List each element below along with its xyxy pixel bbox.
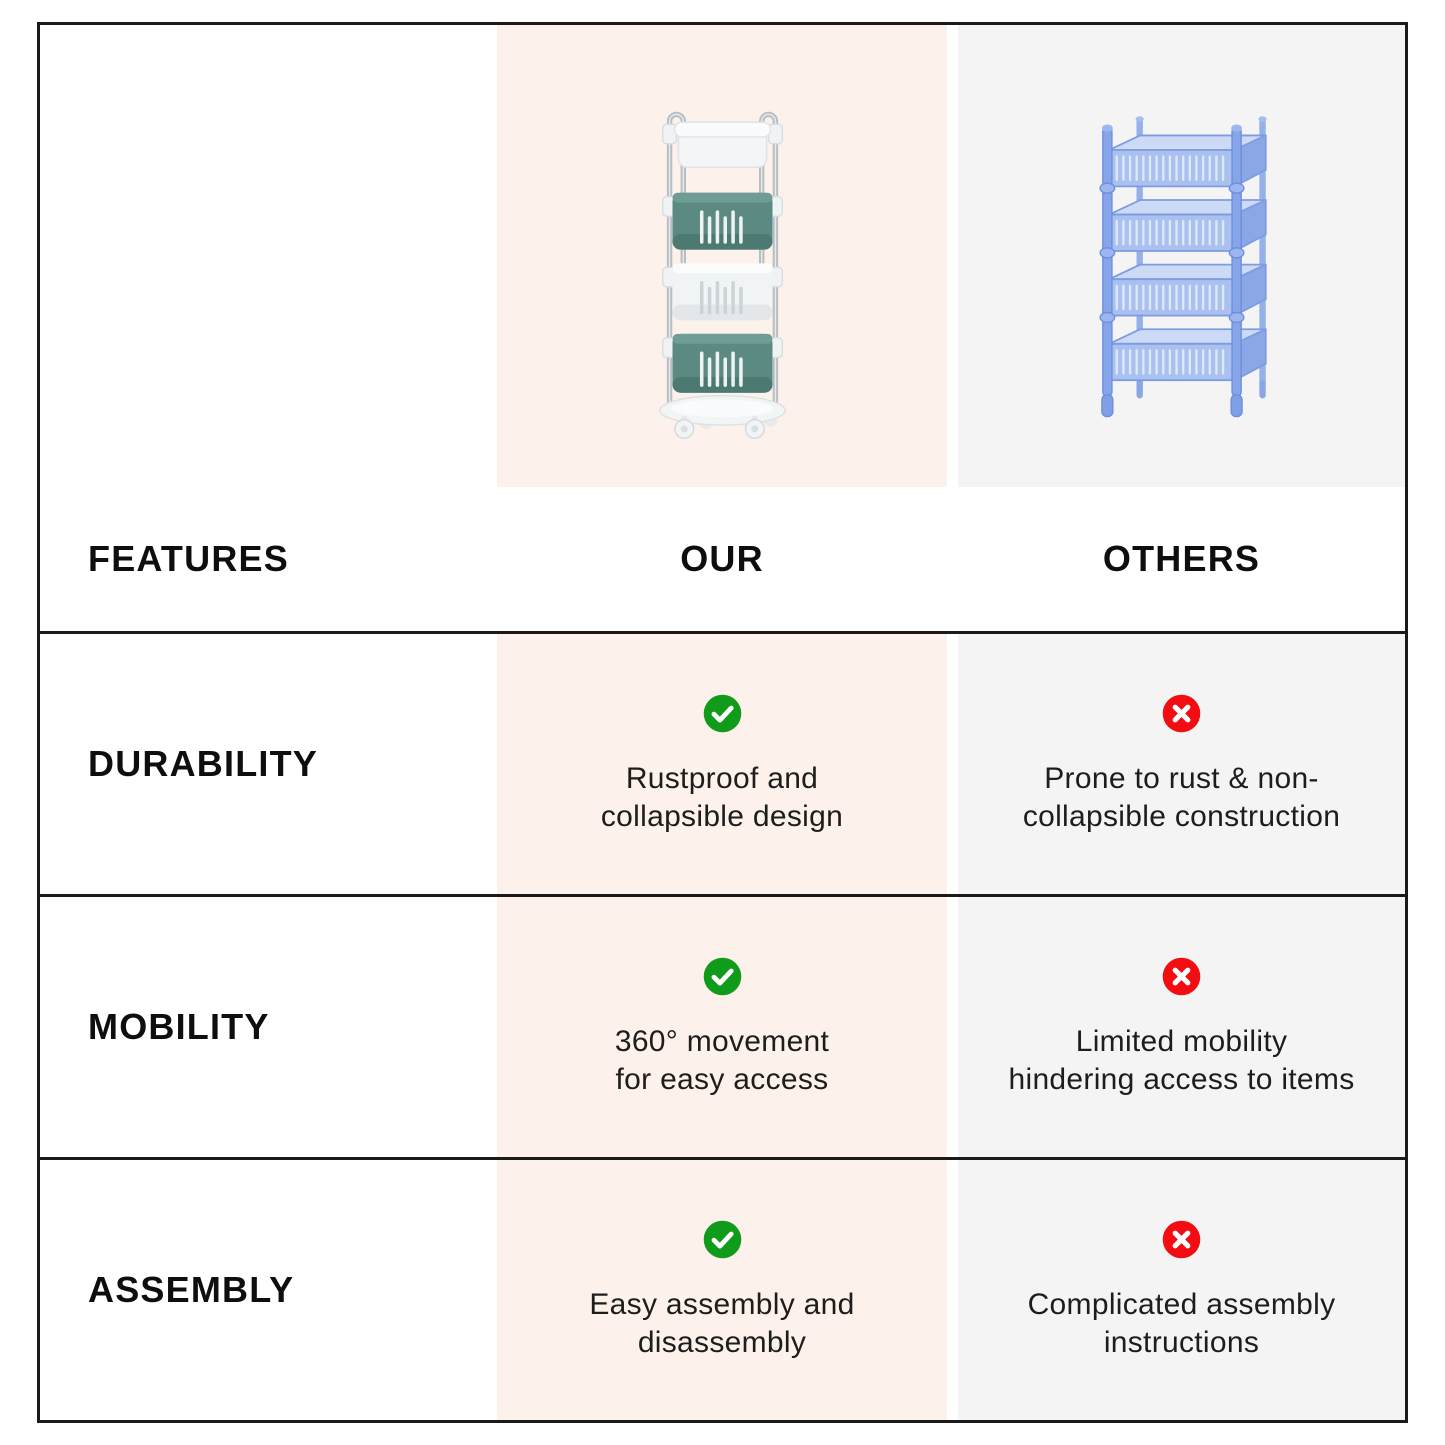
our-header-cell: OUR — [497, 487, 947, 631]
cross-icon — [1161, 956, 1202, 997]
others-value-cell: Complicated assembly instructions — [958, 1160, 1405, 1420]
others-value-text: Complicated assembly instructions — [1027, 1287, 1336, 1359]
others-value-cell: Limited mobility hindering access to ite… — [958, 897, 1405, 1157]
our-column-header: OUR — [680, 538, 764, 579]
feature-row-assembly: ASSEMBLY Easy assembly and disassembly C… — [40, 1157, 1405, 1420]
our-value-text: Easy assembly and disassembly — [589, 1287, 855, 1359]
features-column-header: FEATURES — [88, 538, 289, 579]
our-value-cell: Rustproof and collapsible design — [497, 634, 947, 894]
feature-label-cell: DURABILITY — [40, 634, 497, 894]
column-gap — [947, 634, 958, 894]
feature-label: MOBILITY — [88, 1006, 270, 1047]
others-product-image — [1098, 116, 1267, 418]
others-value-text: Prone to rust & non- collapsible constru… — [1022, 761, 1341, 833]
feature-row-mobility: MOBILITY 360° movement for easy access L… — [40, 894, 1405, 1157]
column-gap — [947, 487, 958, 631]
column-gap — [947, 25, 958, 487]
column-gap — [947, 897, 958, 1157]
others-header-cell: OTHERS — [958, 487, 1405, 631]
check-icon — [702, 956, 743, 997]
others-product-cell — [958, 25, 1405, 487]
features-header-cell: FEATURES — [40, 487, 497, 631]
column-gap — [947, 1160, 958, 1420]
our-value-text: 360° movement for easy access — [614, 1024, 830, 1096]
our-value-cell: Easy assembly and disassembly — [497, 1160, 947, 1420]
check-icon — [702, 693, 743, 734]
column-header-row: FEATURES OUR OTHERS — [40, 487, 1405, 631]
cross-icon — [1161, 693, 1202, 734]
images-row-empty-cell — [40, 25, 497, 487]
comparison-table: FEATURES OUR OTHERS DURABILITY Rustproof… — [37, 22, 1408, 1423]
feature-row-durability: DURABILITY Rustproof and collapsible des… — [40, 631, 1405, 894]
our-product-cell — [497, 25, 947, 487]
others-value-cell: Prone to rust & non- collapsible constru… — [958, 634, 1405, 894]
feature-label-cell: MOBILITY — [40, 897, 497, 1157]
cross-icon — [1161, 1219, 1202, 1260]
our-value-text: Rustproof and collapsible design — [600, 761, 844, 833]
others-column-header: OTHERS — [1102, 538, 1261, 579]
others-value-text: Limited mobility hindering access to ite… — [1008, 1024, 1355, 1096]
our-product-image — [658, 111, 786, 440]
product-images-row — [40, 25, 1405, 487]
feature-label: DURABILITY — [88, 743, 318, 784]
feature-label-cell: ASSEMBLY — [40, 1160, 497, 1420]
check-icon — [702, 1219, 743, 1260]
our-value-cell: 360° movement for easy access — [497, 897, 947, 1157]
feature-label: ASSEMBLY — [88, 1269, 295, 1310]
